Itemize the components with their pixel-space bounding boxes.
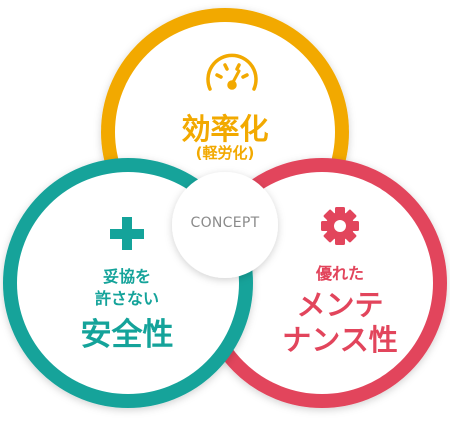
left-circle-line-2: 許さない (94, 289, 159, 308)
gauge-icon (206, 53, 258, 91)
gear-icon (321, 207, 359, 245)
plus-icon (110, 217, 144, 250)
right-circle-line-1: 優れた (315, 264, 364, 283)
center-circle (172, 172, 278, 278)
left-circle-title: 安全性 (80, 317, 174, 353)
left-circle-line-1: 妥協を (102, 267, 151, 286)
right-circle-title-2: ナンス性 (282, 323, 398, 357)
right-circle-title-1: メンテ (296, 288, 384, 322)
center-label: CONCEPT (190, 215, 260, 231)
top-circle-title: 効率化 (181, 112, 269, 146)
top-circle-subtitle: (軽労化) (195, 144, 255, 162)
